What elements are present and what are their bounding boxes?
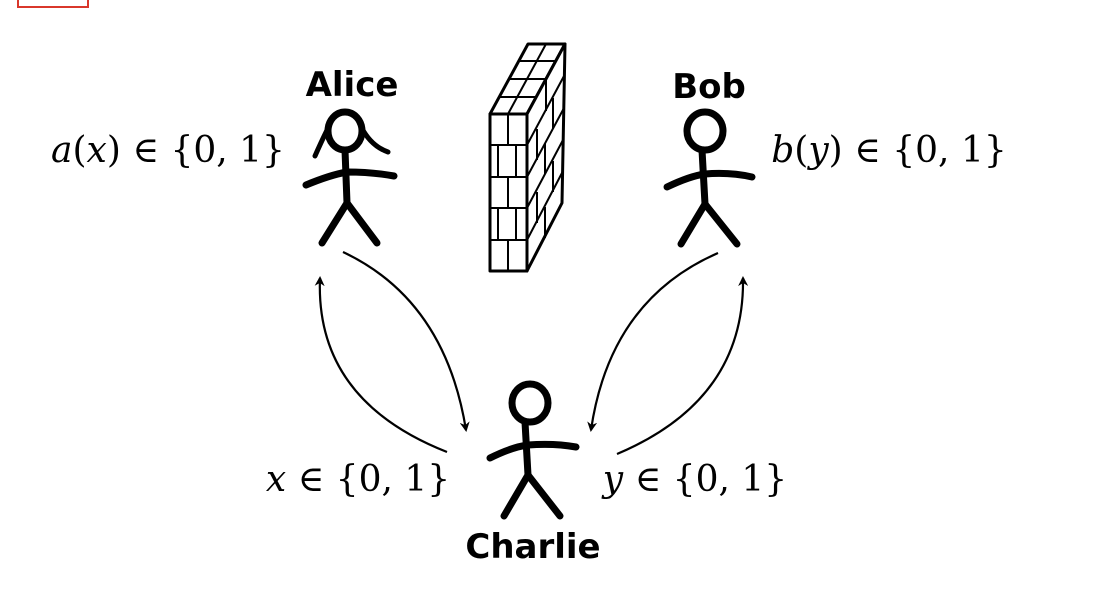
- brick-wall-icon: [488, 42, 567, 273]
- arrow-bob-to-charlie: [587, 251, 719, 432]
- corner-box: [17, 0, 89, 8]
- alice-label: Alice: [306, 65, 399, 105]
- arrow-charlie-to-bob: [616, 276, 749, 456]
- alice-output-formula: a(x) ∈ {0, 1}: [51, 130, 285, 171]
- bob-output-formula: b(y) ∈ {0, 1}: [771, 130, 1007, 171]
- alice-figure: [302, 108, 398, 247]
- input-x-formula: x ∈ {0, 1}: [266, 459, 450, 500]
- charlie-label: Charlie: [465, 527, 600, 567]
- input-y-formula: y ∈ {0, 1}: [601, 459, 787, 500]
- arrow-alice-to-charlie: [342, 251, 470, 432]
- bob-figure: [663, 108, 756, 248]
- bob-label: Bob: [672, 67, 746, 107]
- arrow-charlie-to-alice: [314, 276, 448, 454]
- charlie-figure: [486, 380, 580, 520]
